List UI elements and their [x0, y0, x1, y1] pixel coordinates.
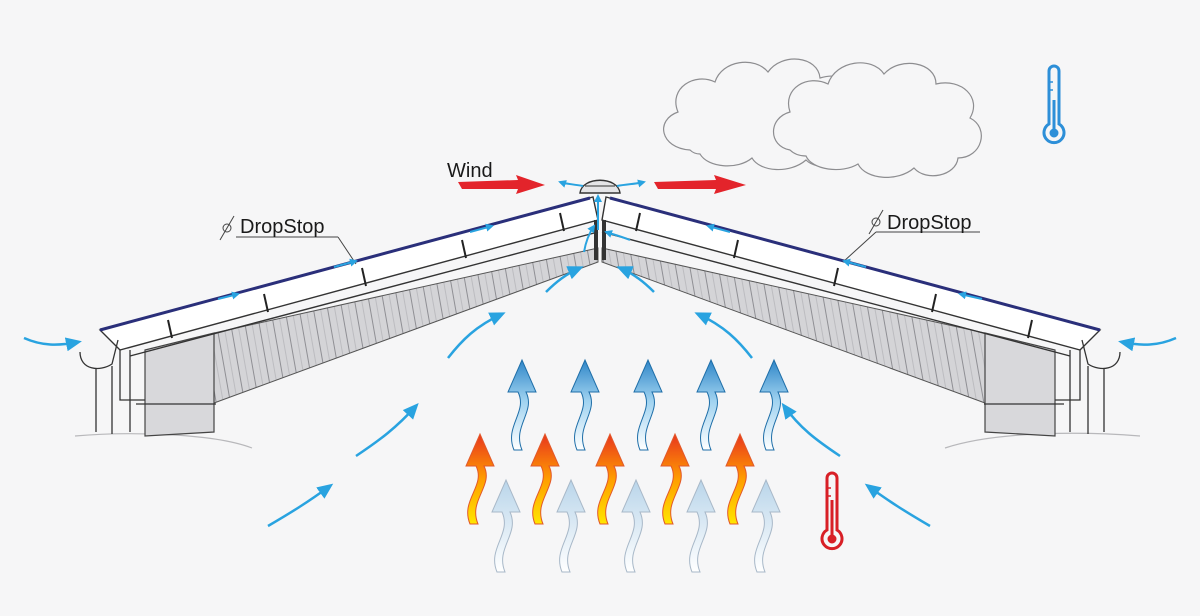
- ridge-airflow-arrows: [558, 179, 646, 253]
- eave-inflow-arrows: [23, 336, 1177, 352]
- dropstop-callout-right: DropStop: [842, 209, 980, 263]
- wall-block-left: [144, 332, 215, 437]
- wind-arrow-right: [654, 175, 746, 194]
- cool-air-arrows: [491, 478, 781, 573]
- wall-block-right: [984, 332, 1056, 437]
- wind-label: Wind: [447, 160, 493, 182]
- dropstop-label-left: DropStop: [240, 216, 325, 238]
- thermometer-cold-icon: [1042, 64, 1066, 145]
- thermometer-warm-icon: [820, 471, 844, 551]
- gutter-left: [79, 339, 216, 434]
- ridge-vent: [579, 179, 621, 194]
- dropstop-label-right: DropStop: [887, 212, 972, 234]
- dropstop-logo-icon: [222, 223, 232, 233]
- rising-air-arrows: [507, 358, 789, 451]
- warm-air-arrows: [465, 432, 755, 525]
- ground-mound-left: [74, 433, 253, 449]
- dropstop-callout-left: DropStop: [219, 215, 357, 265]
- gutter-right: [984, 339, 1121, 434]
- dropstop-logo-icon: [871, 217, 881, 227]
- cloud-icon: [663, 58, 982, 178]
- channel-airflow-arrows: [217, 223, 983, 300]
- wind-arrow-left: [458, 175, 545, 194]
- rising-airflow-arrows: [267, 266, 931, 528]
